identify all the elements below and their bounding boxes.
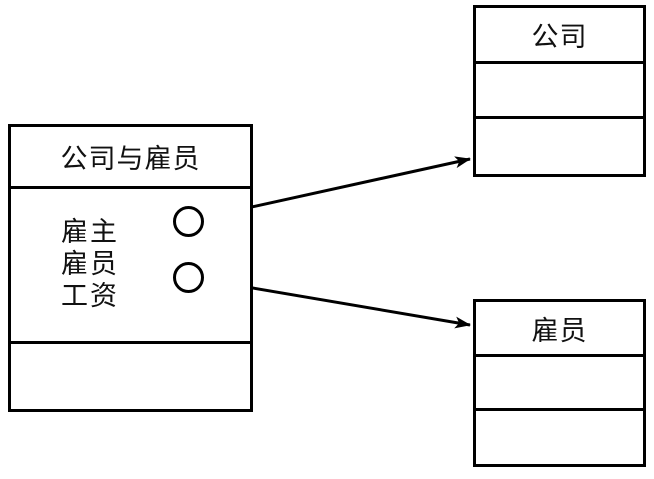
class-box-company-employee[interactable]: 公司与雇员 雇主 雇员 工资 <box>8 124 253 412</box>
class-title-company: 公司 <box>476 8 643 64</box>
class-attributes-company <box>476 64 643 119</box>
class-attributes-employee <box>476 357 643 411</box>
attribute-item: 雇主 <box>61 217 119 248</box>
class-title-company-employee: 公司与雇员 <box>11 127 250 189</box>
class-title-employee: 雇员 <box>476 302 643 357</box>
attribute-item: 工资 <box>61 280 119 311</box>
class-methods-employee <box>476 411 643 464</box>
class-box-employee[interactable]: 雇员 <box>473 299 646 467</box>
attribute-item: 雇员 <box>61 249 119 280</box>
class-box-company[interactable]: 公司 <box>473 5 646 177</box>
class-methods-company <box>476 119 643 174</box>
class-methods-company-employee <box>11 344 250 409</box>
association-end-employee-circle-icon[interactable] <box>173 262 204 293</box>
association-end-employer-circle-icon[interactable] <box>173 206 204 237</box>
class-attributes-company-employee: 雇主 雇员 工资 <box>11 189 250 344</box>
